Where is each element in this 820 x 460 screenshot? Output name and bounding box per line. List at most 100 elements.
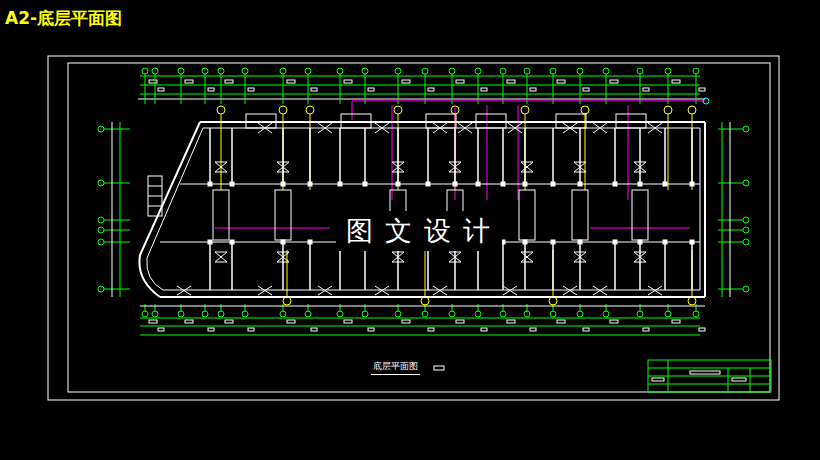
cad-line [148, 186, 162, 187]
cad-rect [690, 182, 694, 186]
axis-bubble [449, 68, 455, 74]
stair-symbol [634, 252, 646, 262]
axis-bubble [743, 239, 749, 245]
window-symbol [375, 123, 389, 133]
cad-line [140, 76, 700, 77]
axis-bubble [242, 68, 248, 74]
cad-line [104, 183, 130, 184]
window-symbol [318, 286, 332, 295]
axis-bubble [98, 180, 104, 186]
cad-line [487, 105, 488, 200]
cad-rect [148, 176, 162, 216]
cad-line [215, 228, 330, 229]
cad-line [340, 304, 341, 312]
cad-line [730, 122, 731, 297]
cad-line [398, 114, 399, 190]
cad-rect [246, 114, 276, 128]
axis-bubble [98, 126, 104, 132]
cad-rect [476, 182, 480, 186]
cad-line [163, 290, 700, 291]
cad-line [527, 74, 528, 104]
cad-line [398, 304, 399, 312]
cad-line [221, 304, 222, 312]
axis-bubble [665, 68, 671, 74]
cad-rect [501, 182, 505, 186]
axis-bubble [98, 286, 104, 292]
cad-line [120, 122, 121, 297]
cad-rect [453, 182, 457, 186]
cad-line [696, 74, 697, 104]
cad-rect [523, 240, 527, 244]
axis-bubble [305, 68, 311, 74]
stair-symbol [521, 162, 533, 172]
axis-bubble [98, 239, 104, 245]
cad-rect [523, 182, 527, 186]
stair-symbol [634, 162, 646, 172]
cad-rect [344, 320, 352, 323]
cad-line [104, 242, 130, 243]
axis-bubble [202, 68, 208, 74]
axis-bubble [218, 68, 224, 74]
cad-line [282, 242, 284, 290]
cad-line [180, 184, 700, 185]
cad-rect [456, 320, 464, 323]
cad-rect [652, 378, 664, 381]
cad-rect [208, 328, 214, 331]
window-symbol [593, 286, 607, 295]
cad-rect [287, 320, 295, 323]
cad-rect [185, 320, 193, 323]
cad-line [503, 304, 504, 312]
cad-line [579, 242, 581, 290]
cad-line [145, 74, 146, 104]
cad-line [614, 242, 616, 290]
cad-rect [638, 240, 642, 244]
cad-rect [426, 114, 456, 128]
cad-line [452, 74, 453, 104]
axis-bubble [688, 106, 696, 114]
cad-line [704, 122, 706, 297]
cad-line [112, 122, 113, 297]
cad-line [580, 304, 581, 312]
cad-rect [225, 320, 233, 323]
cad-rect [149, 80, 157, 83]
cad-line [524, 242, 526, 290]
cad-line [696, 304, 697, 312]
cad-rect [663, 182, 667, 186]
cad-rect [578, 182, 582, 186]
cad-rect [610, 80, 618, 83]
cad-line [728, 368, 729, 392]
cad-line [722, 122, 723, 297]
window-symbol [508, 123, 522, 133]
cad-line [138, 99, 705, 100]
cad-rect [341, 114, 371, 128]
cad-line [181, 304, 182, 312]
cad-line [209, 128, 211, 184]
cad-line [640, 304, 641, 312]
cad-rect [426, 182, 430, 186]
cad-line [668, 74, 669, 104]
cad-rect [248, 88, 254, 91]
cad-line [525, 114, 526, 190]
axis-bubble [142, 68, 148, 74]
cad-rect [638, 182, 642, 186]
cad-rect [699, 88, 705, 91]
axis-bubble [550, 68, 556, 74]
cad-line [155, 74, 156, 104]
window-symbol [258, 286, 272, 295]
cad-line [181, 74, 182, 104]
plan-caption: 底层平面图 [371, 360, 420, 375]
cad-rect [632, 190, 648, 240]
cad-rect [530, 88, 536, 91]
cad-line [691, 242, 693, 290]
stair-symbol [449, 162, 461, 172]
cad-line [352, 101, 353, 120]
cad-line [585, 114, 586, 190]
cad-rect [225, 80, 233, 83]
stair-symbol [521, 252, 533, 262]
cad-rect [551, 240, 555, 244]
cad-line [668, 114, 669, 190]
cad-line [310, 114, 311, 190]
cad-rect [557, 80, 565, 83]
cad-rect [68, 63, 770, 392]
cad-line [524, 128, 526, 184]
